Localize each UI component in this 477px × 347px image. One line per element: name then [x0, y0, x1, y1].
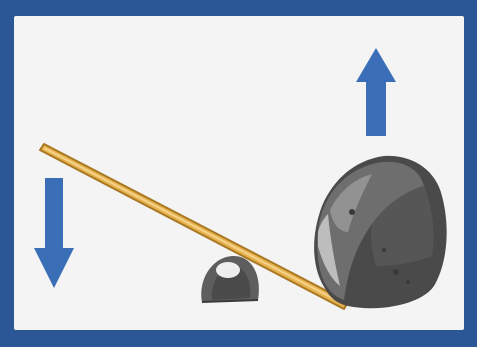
- fulcrum-pebble: [201, 256, 259, 302]
- lever-plank: [40, 144, 348, 309]
- arrow-up-icon: [356, 48, 396, 136]
- boulder-rock: [314, 156, 447, 308]
- arrow-down-icon: [34, 178, 74, 288]
